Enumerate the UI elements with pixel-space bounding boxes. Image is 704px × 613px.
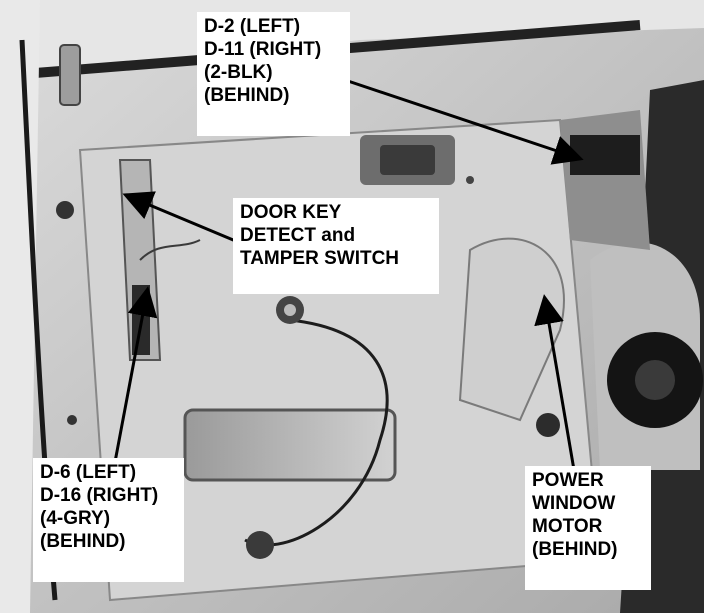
callout-line: WINDOW	[532, 493, 616, 514]
callout-line: (4-GRY)	[40, 508, 111, 529]
callout-line: MOTOR	[532, 516, 603, 537]
callout-line: D-2 (LEFT)	[204, 16, 301, 37]
callout-line: POWER	[532, 470, 604, 491]
callout-d6-d16-connector: D-6 (LEFT) D-16 (RIGHT) (4-GRY) (BEHIND)	[33, 458, 184, 582]
callout-power-window-motor: POWER WINDOW MOTOR (BEHIND)	[525, 466, 651, 590]
callout-line: DETECT and	[240, 225, 356, 246]
callout-line: D-6 (LEFT)	[40, 462, 137, 483]
callout-line: (2-BLK)	[204, 62, 273, 83]
callout-line: (BEHIND)	[532, 539, 618, 560]
callout-door-key-detect-switch: DOOR KEY DETECT and TAMPER SWITCH	[233, 198, 439, 294]
callout-d2-d11-connector: D-2 (LEFT) D-11 (RIGHT) (2-BLK) (BEHIND)	[197, 12, 350, 136]
callout-line: D-16 (RIGHT)	[40, 485, 159, 506]
callout-line: (BEHIND)	[204, 85, 290, 106]
callout-line: DOOR KEY	[240, 202, 342, 223]
callout-line: TAMPER SWITCH	[240, 248, 400, 269]
callout-line: (BEHIND)	[40, 531, 126, 552]
callout-line: D-11 (RIGHT)	[204, 39, 322, 60]
